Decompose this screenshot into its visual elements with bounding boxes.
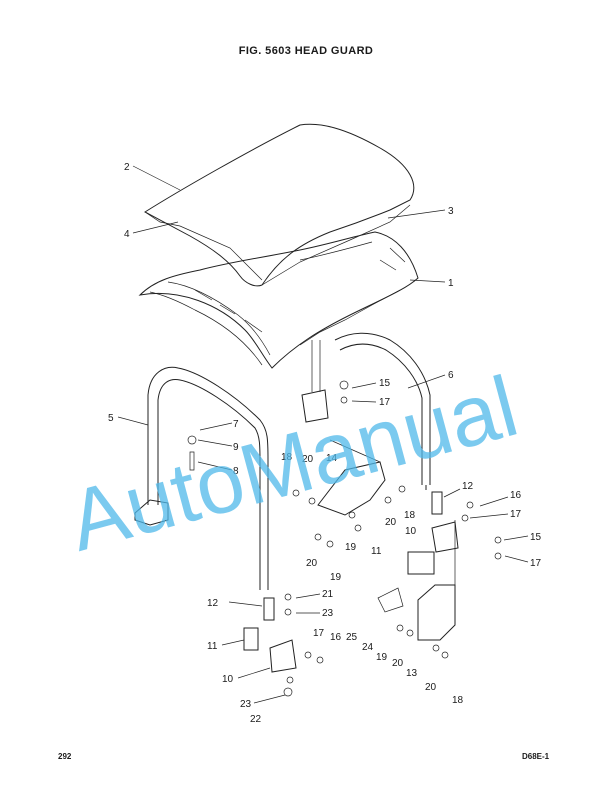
callout-16a: 16 (510, 490, 522, 501)
callout-25: 25 (346, 632, 358, 643)
callout-12b: 12 (207, 598, 219, 609)
callout-18a: 18 (281, 452, 293, 463)
callout-1: 1 (448, 278, 454, 289)
hinge-10-left (269, 639, 297, 673)
callout-17b: 17 (530, 558, 542, 569)
callout-12a: 12 (462, 481, 474, 492)
callout-17: 17 (379, 397, 391, 408)
callout-17a: 17 (510, 509, 522, 520)
callout-10b: 10 (222, 674, 234, 685)
callout-19a: 19 (345, 542, 357, 553)
bracket-13-part (417, 520, 456, 641)
callout-18b: 18 (404, 510, 416, 521)
callout-23a: 23 (322, 608, 334, 619)
callout-20e: 20 (425, 682, 437, 693)
figure-title: FIG. 5603 HEAD GUARD (238, 45, 374, 57)
roll-bar-right-part (334, 332, 431, 490)
callout-20b: 20 (385, 517, 397, 528)
page-number: 292 (58, 752, 72, 761)
callout-8: 8 (233, 466, 239, 477)
callout-14: 14 (326, 453, 338, 464)
callout-5: 5 (108, 413, 114, 424)
pin-12-right (431, 491, 443, 515)
callout-22: 22 (250, 714, 262, 725)
model-code: D68E-1 (522, 752, 550, 761)
callout-9: 9 (233, 442, 239, 453)
callout-11b: 11 (207, 641, 218, 652)
plate-11-left (243, 627, 259, 651)
canopy-cover-part (144, 123, 415, 287)
callout-13: 13 (406, 668, 418, 679)
callout-4: 4 (124, 229, 130, 240)
callout-17c: 17 (313, 628, 325, 639)
callout-21: 21 (322, 589, 334, 600)
callout-19c: 19 (376, 652, 388, 663)
roll-bar-left-part (134, 366, 269, 590)
callout-18c: 18 (452, 695, 464, 706)
upper-mount-bracket (301, 340, 329, 423)
callout-20c: 20 (306, 558, 318, 569)
callout-19b: 19 (330, 572, 342, 583)
callout-11a: 11 (371, 546, 382, 557)
pin-12-left (263, 597, 275, 621)
callout-7: 7 (233, 419, 239, 430)
callout-2: 2 (124, 162, 130, 173)
callout-20d: 20 (392, 658, 404, 669)
callout-6: 6 (448, 370, 454, 381)
callout-10a: 10 (405, 526, 417, 537)
leader-lines (117, 165, 529, 704)
callout-24: 24 (362, 642, 374, 653)
fastener-set (187, 380, 502, 697)
bracket-14-part (317, 439, 386, 516)
callout-15: 15 (379, 378, 391, 389)
part-callouts: 2 3 4 1 6 15 17 5 7 9 8 18 20 14 18 20 1… (108, 162, 542, 725)
callout-23b: 23 (240, 699, 252, 710)
callout-16b: 16 (330, 632, 342, 643)
callout-3: 3 (448, 206, 454, 217)
plate-11-right (407, 551, 435, 575)
hinge-10-right (431, 521, 459, 553)
roof-frame-part (138, 231, 419, 369)
callout-15a: 15 (530, 532, 542, 543)
callout-20a: 20 (302, 454, 314, 465)
